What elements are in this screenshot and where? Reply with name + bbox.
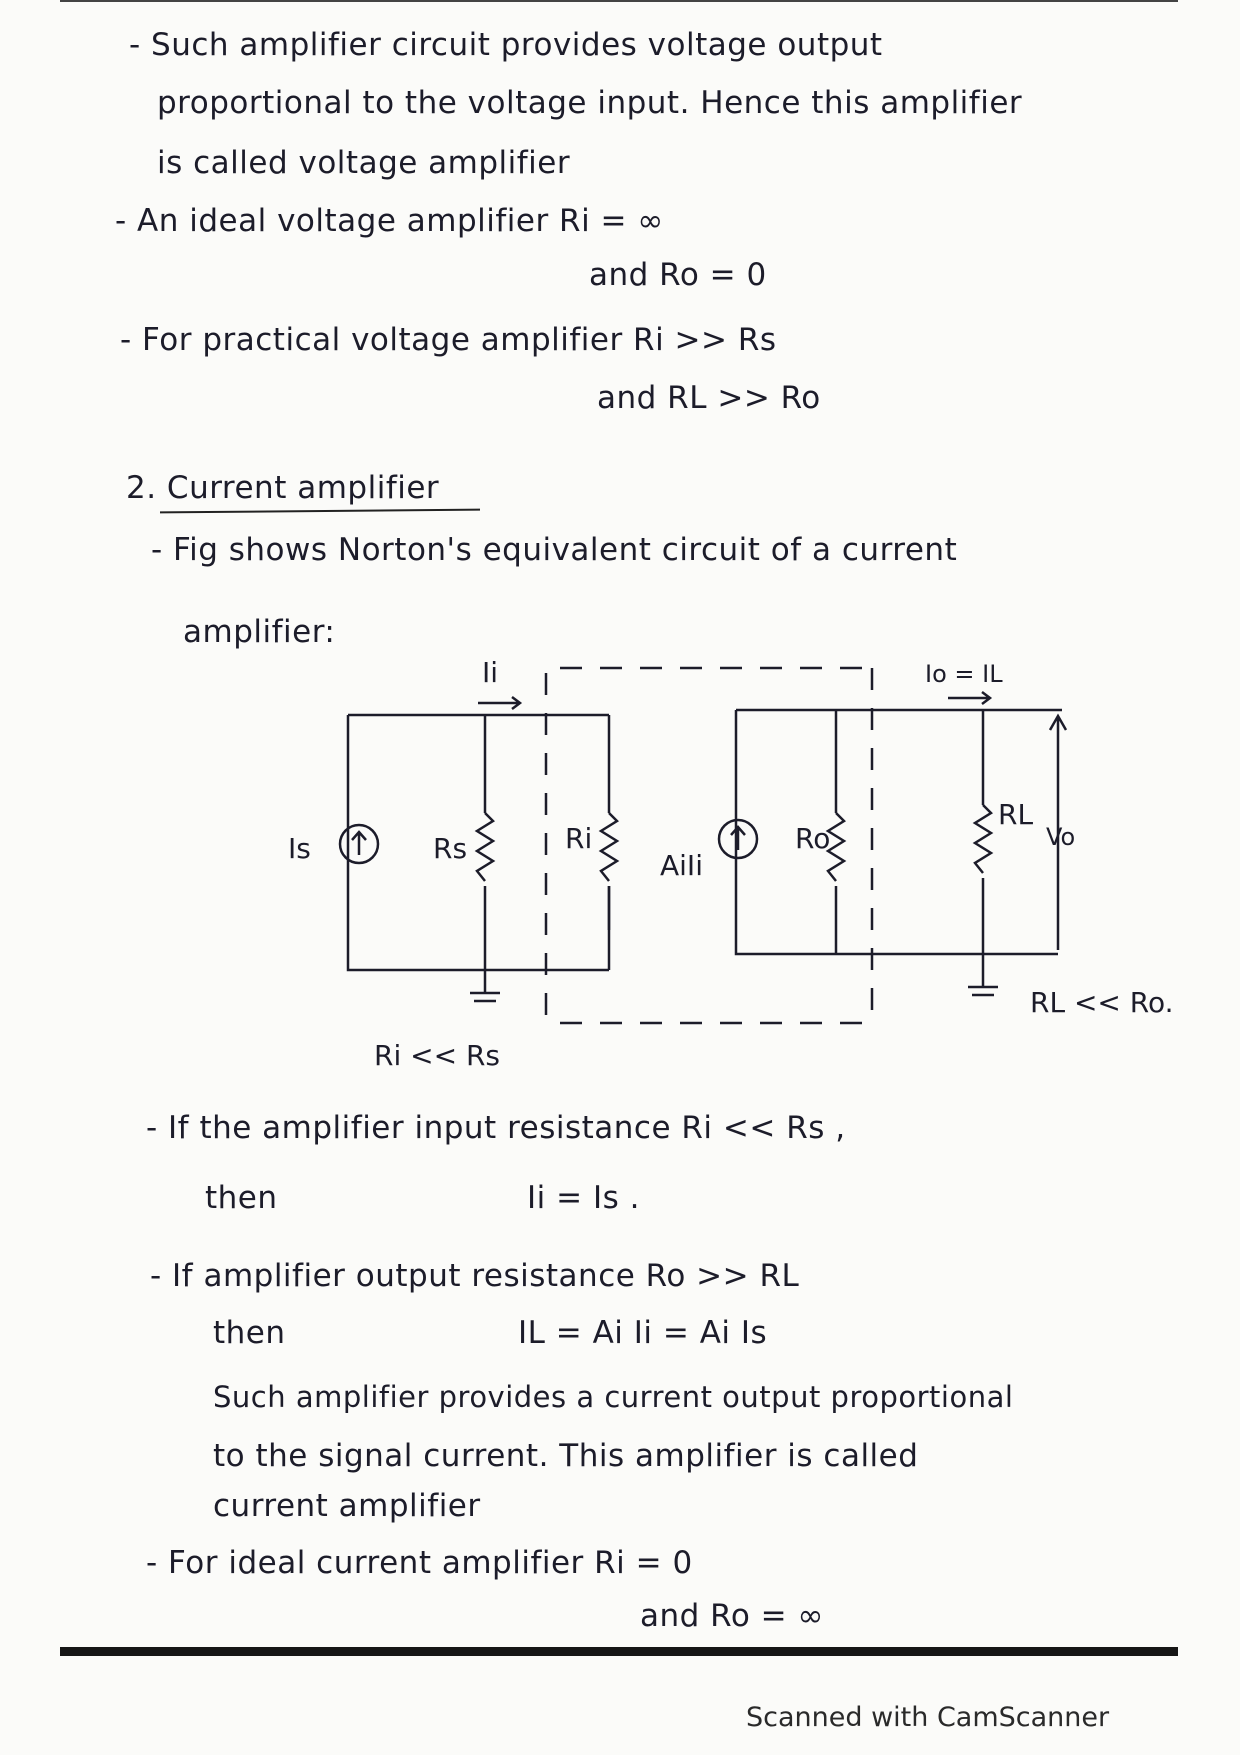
label-io-il: Io = IL (925, 660, 1003, 688)
text-line: and RL >> Ro (597, 380, 821, 416)
text-line: - An ideal voltage amplifier Ri = ∞ (115, 203, 664, 239)
text-line: then (205, 1180, 278, 1216)
text-line: - Such amplifier circuit provides voltag… (129, 27, 883, 63)
label-ro: Ro (795, 822, 830, 855)
output-circuit (717, 691, 1068, 997)
text-line: - For ideal current amplifier Ri = 0 (146, 1545, 693, 1581)
equation: Ii = Is . (527, 1180, 640, 1216)
label-ri: Ri (565, 822, 592, 855)
scanner-watermark: Scanned with CamScanner (746, 1702, 1110, 1733)
text-line: proportional to the voltage input. Hence… (157, 85, 1023, 121)
text-line: - If the amplifier input resistance Ri <… (146, 1110, 846, 1146)
text-line: then (213, 1315, 286, 1351)
label-is: Is (288, 832, 311, 865)
current-arrow-ii (478, 696, 523, 710)
equation: IL = Ai Ii = Ai Is (518, 1315, 768, 1351)
label-rl: RL (998, 798, 1033, 831)
current-source-is-icon (338, 823, 380, 865)
current-arrow-io (948, 691, 993, 705)
label-aiii: AiIi (660, 849, 703, 882)
rs-resistor (474, 812, 496, 882)
text-line: Such amplifier provides a current output… (213, 1380, 1014, 1414)
text-line: and Ro = ∞ (640, 1598, 824, 1634)
text-line: is called voltage amplifier (157, 145, 571, 181)
ri-resistor (598, 812, 620, 882)
page-top-edge (60, 0, 1178, 2)
section-heading: 2. Current amplifier (126, 470, 440, 506)
dependent-current-source-icon (717, 818, 759, 860)
label-rs: Rs (433, 832, 467, 865)
rl-resistor (972, 804, 994, 874)
label-condition-out: RL << Ro. (1030, 986, 1174, 1019)
text-line: - Fig shows Norton's equivalent circuit … (151, 532, 958, 568)
text-line: to the signal current. This amplifier is… (213, 1438, 919, 1474)
text-line: - If amplifier output resistance Ro >> R… (150, 1258, 800, 1294)
label-condition-in: Ri << Rs (374, 1039, 500, 1072)
amplifier-boundary (544, 666, 874, 1025)
text-line: current amplifier (213, 1488, 481, 1524)
text-line: amplifier: (183, 614, 336, 650)
ground-icon (470, 991, 500, 1003)
text-line: - For practical voltage amplifier Ri >> … (120, 322, 777, 358)
label-vo: Vo (1046, 823, 1075, 851)
input-circuit (338, 696, 620, 1003)
ground-icon (968, 985, 998, 997)
label-ii: Ii (482, 656, 498, 689)
vo-arrow (1048, 713, 1068, 950)
page-bottom-edge (60, 1647, 1178, 1656)
text-line: and Ro = 0 (589, 257, 767, 293)
ro-resistor (825, 812, 847, 882)
